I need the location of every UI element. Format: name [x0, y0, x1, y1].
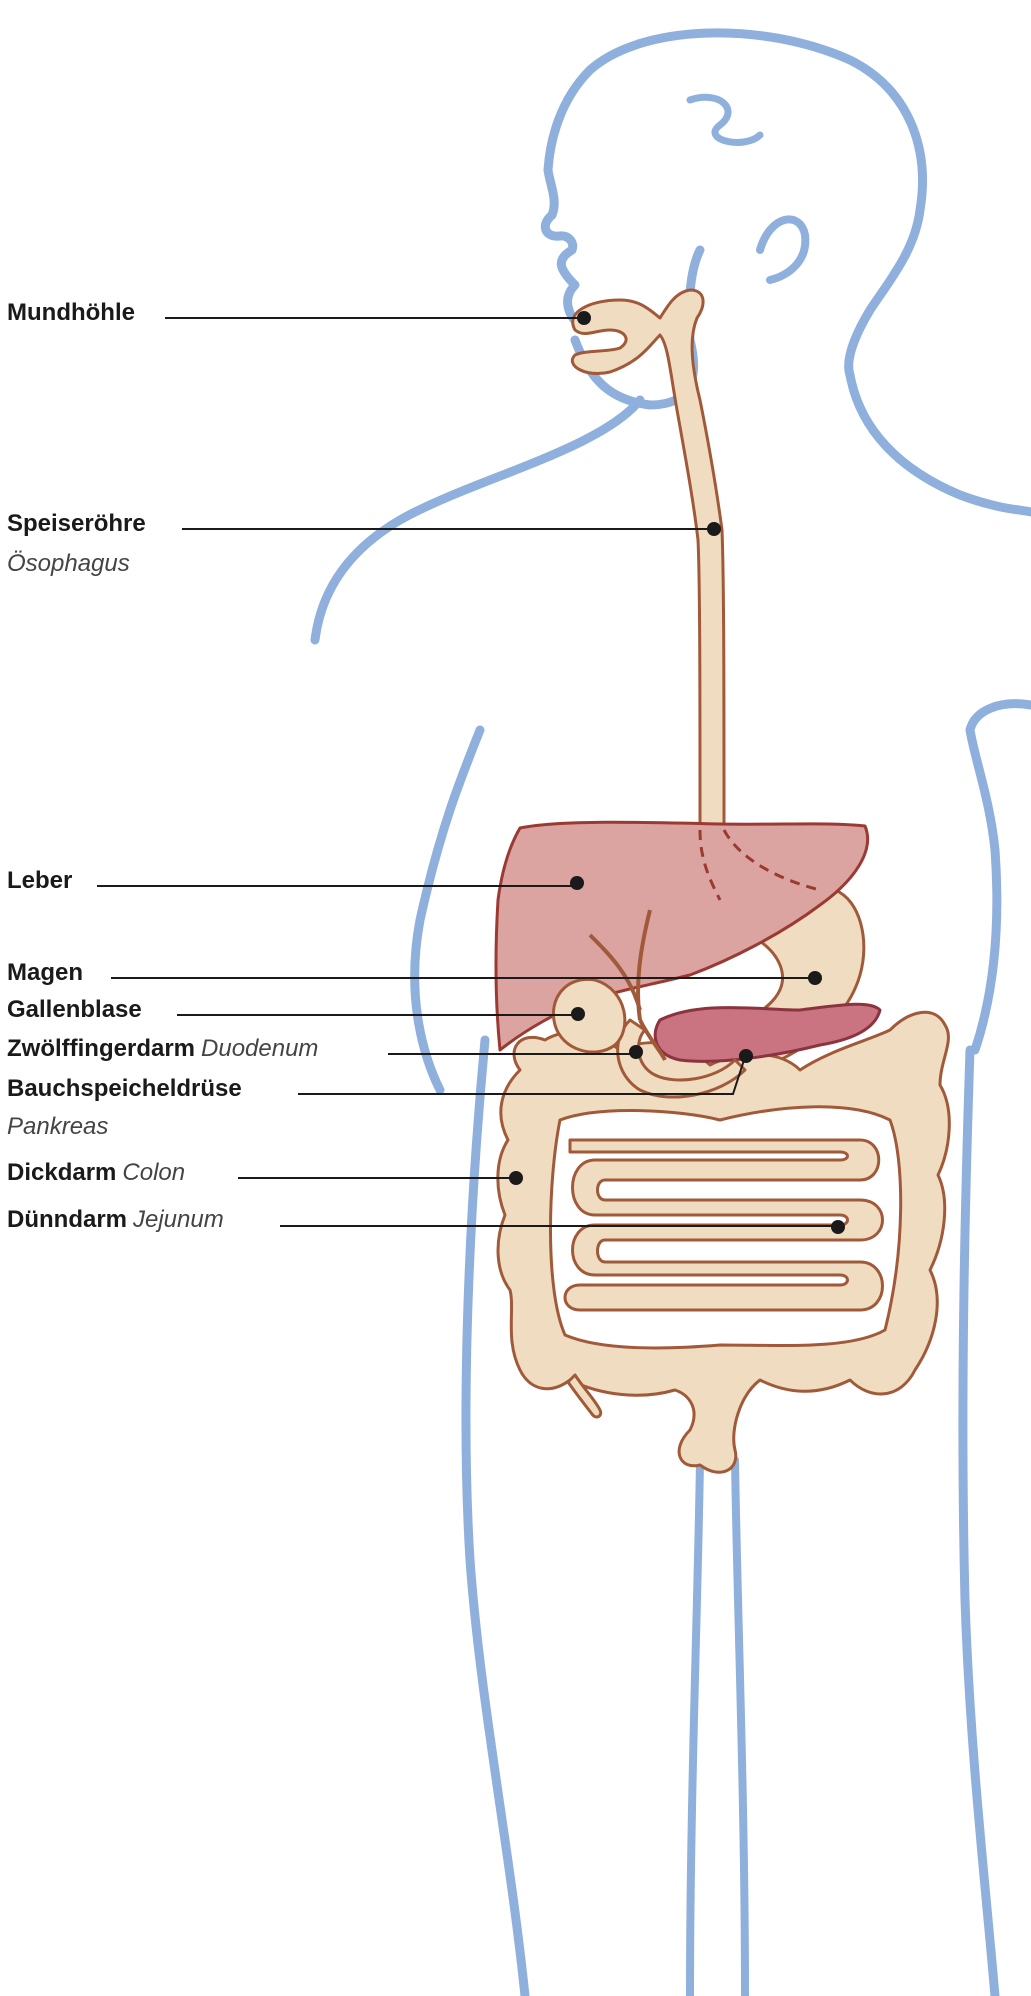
esophagus-shape	[572, 290, 724, 830]
label-colon-text: Dickdarm	[7, 1159, 116, 1186]
label-pancreas-text: Bauchspeicheldrüse	[7, 1075, 242, 1102]
pointer-mouth	[577, 311, 591, 325]
label-esophagus-text: Speiseröhre	[7, 510, 146, 537]
label-jejunum-sub: Jejunum	[132, 1206, 224, 1233]
label-duodenum-sub: Duodenum	[201, 1035, 318, 1062]
pointer-stomach	[808, 971, 822, 985]
pointer-duodenum	[629, 1045, 643, 1059]
pointer-jejunum	[831, 1220, 845, 1234]
pointer-colon	[509, 1171, 523, 1185]
label-mouth-text: Mundhöhle	[7, 299, 135, 326]
label-liver: Leber	[7, 867, 584, 894]
pointer-liver	[570, 876, 584, 890]
label-mouth: Mundhöhle	[7, 299, 591, 326]
label-gallbladder-text: Gallenblase	[7, 996, 142, 1023]
label-colon-sub: Colon	[122, 1159, 185, 1186]
pointer-gallbladder	[571, 1007, 585, 1021]
label-pancreas-sub: Pankreas	[7, 1113, 108, 1140]
label-jejunum-text: Dünndarm	[7, 1206, 127, 1233]
label-esophagus-sub: Ösophagus	[7, 550, 130, 577]
label-duodenum-text: Zwölffingerdarm	[7, 1035, 195, 1062]
label-stomach-text: Magen	[7, 959, 83, 986]
pointer-esophagus	[707, 522, 721, 536]
pointer-pancreas	[739, 1049, 753, 1063]
label-liver-text: Leber	[7, 867, 72, 894]
digestive-organs	[496, 290, 949, 1472]
